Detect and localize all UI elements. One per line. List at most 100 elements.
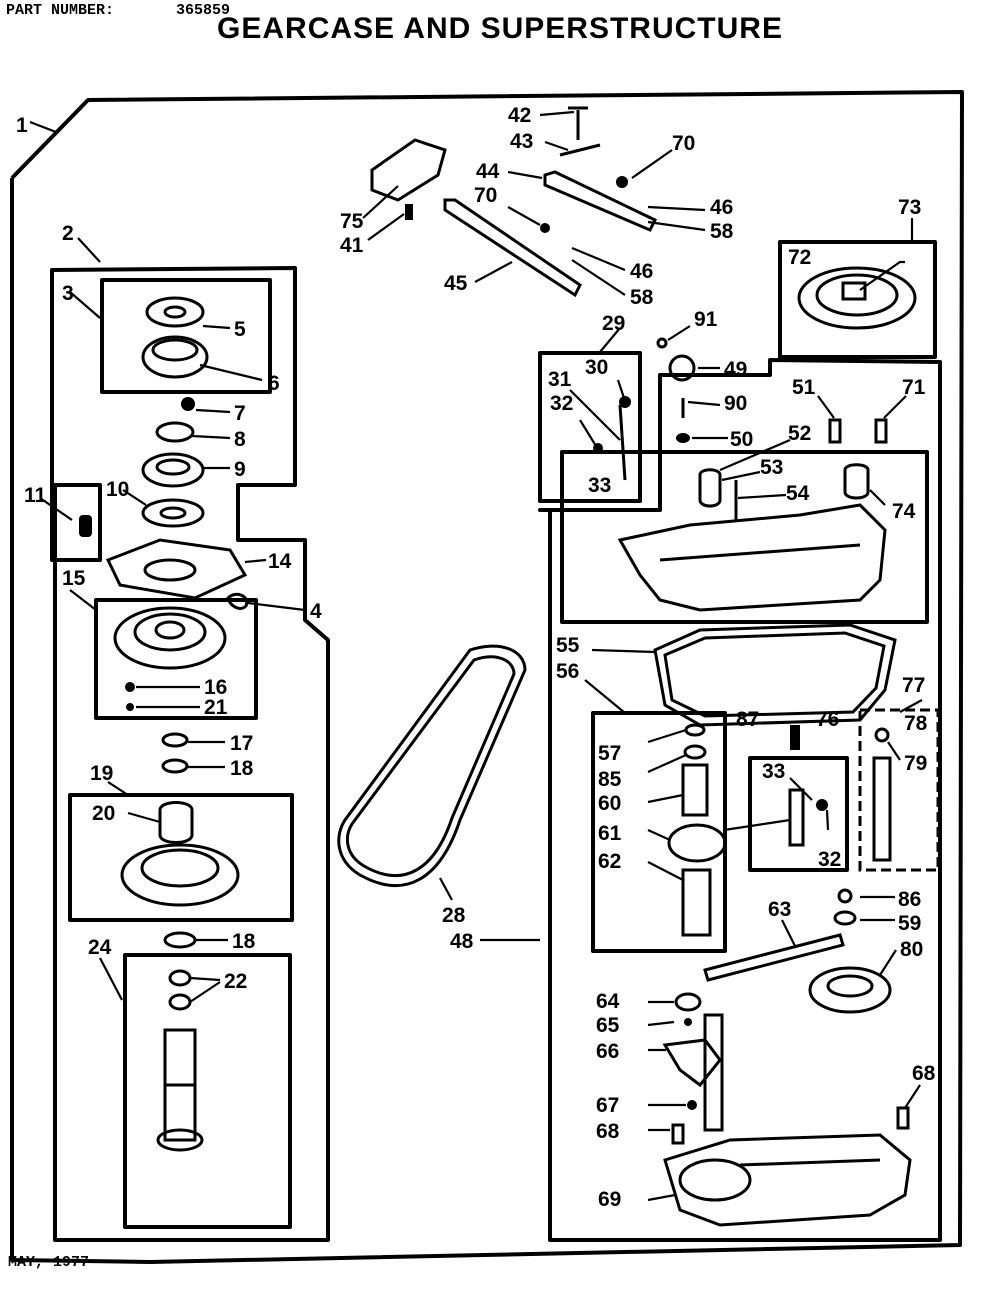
part-66 [662, 1038, 722, 1088]
part-50 [676, 433, 690, 443]
subframe-24 [123, 953, 292, 1229]
part-66-shaft [703, 1013, 724, 1132]
subframe-56 [591, 711, 727, 953]
part-10 [141, 498, 205, 528]
callout-60: 60 [598, 792, 621, 815]
part-44-lever [543, 170, 658, 232]
part-22b [168, 993, 192, 1011]
part-41 [405, 204, 413, 220]
part-43 [559, 143, 601, 157]
callout-55: 55 [556, 634, 580, 657]
part-74 [843, 463, 870, 500]
part-80-gear [808, 966, 892, 1014]
part-60-spring [681, 763, 709, 817]
callout-75: 75 [340, 210, 364, 233]
part-68a [671, 1123, 685, 1145]
callout-5: 5 [234, 318, 246, 341]
part-65 [684, 1018, 692, 1026]
callout-24: 24 [88, 936, 112, 959]
callout-45: 45 [444, 272, 468, 295]
callout-76: 76 [816, 708, 839, 731]
callout-66: 66 [596, 1040, 619, 1063]
callout-87: 87 [736, 708, 759, 731]
part-72-pulley [797, 266, 917, 330]
part-85 [683, 744, 707, 760]
part-14-gasket [105, 538, 248, 600]
callout-52: 52 [788, 422, 811, 445]
part-69-gearcase-base [663, 1133, 912, 1227]
callout-22: 22 [224, 970, 247, 993]
part-number-value: 365859 [176, 2, 231, 19]
callout-48: 48 [450, 930, 474, 953]
callout-15: 15 [62, 567, 86, 590]
callout-18-lower: 18 [232, 930, 256, 953]
callout-64: 64 [596, 990, 620, 1013]
part-53 [698, 468, 722, 508]
callout-68-right: 68 [912, 1062, 936, 1085]
callout-43: 43 [510, 130, 533, 153]
callout-19: 19 [90, 762, 113, 785]
part-number-label: PART NUMBER: [6, 2, 115, 19]
callout-21: 21 [204, 696, 228, 719]
part-11 [79, 515, 92, 537]
callout-78: 78 [904, 712, 928, 735]
callout-46-lower: 46 [630, 260, 653, 283]
part-18a [161, 758, 189, 774]
part-64 [674, 992, 702, 1012]
part-79-shaft [872, 756, 892, 862]
part-8 [155, 421, 195, 443]
part-42 [568, 106, 588, 140]
subframe-52 [560, 450, 929, 624]
callout-57: 57 [598, 742, 621, 765]
leader-1 [29, 120, 57, 134]
callout-80: 80 [900, 938, 923, 961]
callout-9: 9 [234, 458, 246, 481]
part-22a [168, 969, 192, 987]
callout-50: 50 [730, 428, 753, 451]
diagram-title: GEARCASE AND SUPERSTRUCTURE [217, 12, 783, 45]
subframe-15 [94, 598, 258, 720]
part-70a [616, 176, 628, 188]
part-91 [656, 337, 668, 349]
callout-4: 4 [310, 600, 322, 623]
callout-58-lower: 58 [630, 286, 654, 309]
callout-90: 90 [724, 392, 747, 415]
callout-85: 85 [598, 768, 622, 791]
callout-49: 49 [724, 358, 747, 381]
callout-44: 44 [476, 160, 500, 183]
callout-8: 8 [234, 428, 246, 451]
callout-59: 59 [898, 912, 921, 935]
callout-79: 79 [904, 752, 927, 775]
callout-14: 14 [268, 550, 292, 573]
part-51 [828, 418, 842, 444]
part-57 [684, 723, 706, 737]
callout-63: 63 [768, 898, 791, 921]
callout-41: 41 [340, 234, 364, 257]
callout-77: 77 [902, 674, 925, 697]
callout-58-upper: 58 [710, 220, 734, 243]
callout-33-lower: 33 [762, 760, 785, 783]
right-assembly-frame [538, 358, 942, 1242]
callout-69: 69 [598, 1188, 621, 1211]
callout-1: 1 [16, 114, 28, 137]
left-assembly-frame [50, 266, 330, 1242]
part-17 [161, 732, 189, 748]
callout-28: 28 [442, 904, 466, 927]
callout-71: 71 [902, 376, 926, 399]
part-49 [668, 354, 696, 382]
callout-74: 74 [892, 500, 916, 523]
callout-53: 53 [760, 456, 783, 479]
callout-65: 65 [596, 1014, 620, 1037]
subframe-29 [538, 351, 642, 503]
part-20-bushing [158, 801, 194, 844]
callout-29: 29 [602, 312, 625, 335]
part-87 [790, 725, 800, 750]
subframe-77 [858, 708, 940, 872]
part-59 [833, 910, 857, 926]
subframe-3 [100, 278, 272, 394]
part-19-pulley [120, 843, 240, 907]
callout-67: 67 [596, 1094, 619, 1117]
callout-7: 7 [234, 402, 246, 425]
part-7 [181, 397, 195, 411]
